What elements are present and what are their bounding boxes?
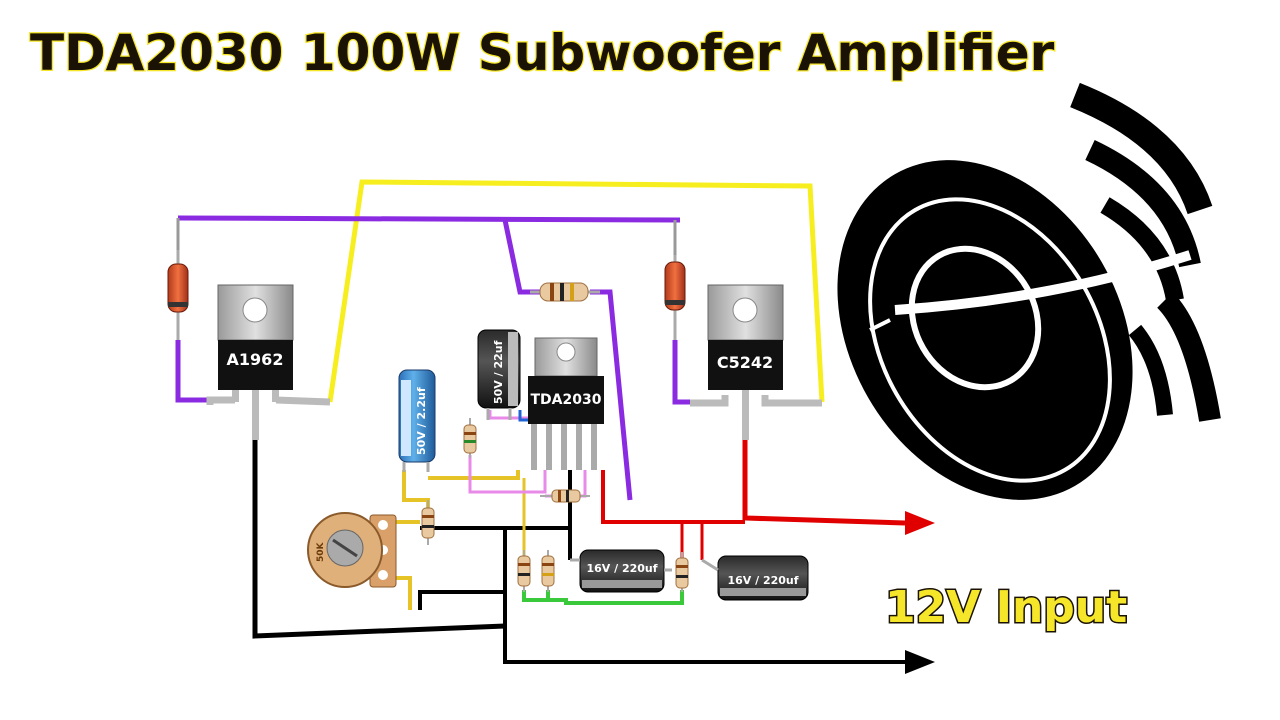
potentiometer bbox=[307, 512, 397, 588]
wire-gold-input bbox=[402, 470, 430, 508]
capacitor-filter-2-label: 16V / 220uf bbox=[727, 574, 798, 587]
diode-left bbox=[167, 250, 189, 340]
potentiometer-label: 50K bbox=[316, 541, 326, 562]
wire-black-ground-left bbox=[252, 410, 506, 639]
wire-pink bbox=[468, 455, 547, 494]
resistor-bottom-2 bbox=[541, 550, 555, 592]
wire-red-ic bbox=[601, 470, 745, 524]
transistor-c5242 bbox=[690, 284, 822, 440]
speaker-icon bbox=[837, 82, 1221, 500]
resistor-feedback bbox=[530, 282, 600, 302]
transistor-right-label: C5242 bbox=[717, 353, 773, 372]
diode-right bbox=[664, 255, 686, 340]
resistor-small-1 bbox=[463, 418, 477, 458]
wire-black-ground-bus bbox=[503, 528, 905, 664]
wire-green bbox=[522, 590, 684, 605]
resistor-bottom-3 bbox=[675, 552, 689, 592]
transistor-a1962 bbox=[206, 284, 331, 440]
capacitor-input bbox=[398, 369, 436, 472]
capacitor-ic-label: 50V / 22uf bbox=[492, 340, 505, 404]
wire-gold-pot-bottom bbox=[395, 576, 412, 610]
capacitor-filter-1-label: 16V / 220uf bbox=[586, 562, 657, 575]
wire-black-pot-ground bbox=[418, 590, 505, 610]
wire-red-output bbox=[742, 440, 906, 526]
capacitor-filter-2 bbox=[701, 555, 809, 601]
arrow-positive-icon bbox=[905, 511, 935, 535]
resistor-bottom-1 bbox=[517, 550, 531, 592]
wire-gold-ic bbox=[428, 470, 520, 480]
wire-purple-top bbox=[177, 215, 681, 223]
ic-tda2030 bbox=[528, 337, 604, 470]
wire-purple-feedback bbox=[502, 219, 540, 295]
resistor-small-3 bbox=[540, 489, 590, 503]
capacitor-input-label: 50V / 2.2uf bbox=[415, 387, 428, 455]
resistor-small-2 bbox=[421, 500, 435, 545]
transistor-left-label: A1962 bbox=[227, 350, 284, 369]
ic-label: TDA2030 bbox=[531, 392, 602, 408]
input-voltage-label: 12V Input bbox=[885, 582, 1127, 633]
arrow-negative-icon bbox=[905, 650, 935, 674]
capacitor-ic bbox=[477, 329, 521, 420]
page-title: TDA2030 100W Subwoofer Amplifier bbox=[30, 24, 1055, 82]
capacitor-filter-1 bbox=[570, 549, 672, 593]
wire-purple-left-down bbox=[175, 340, 215, 403]
wire-yellow-top bbox=[327, 179, 825, 403]
wire-pink-ic bbox=[488, 410, 528, 420]
